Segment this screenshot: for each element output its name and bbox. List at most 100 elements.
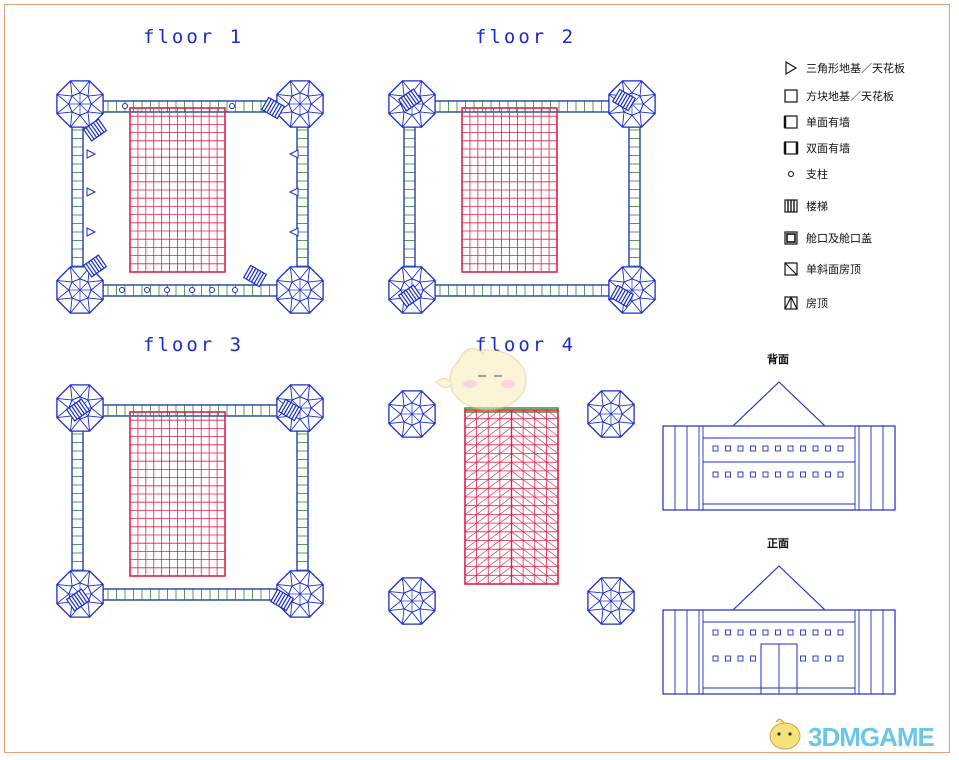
legend-label: 双面有墙 xyxy=(806,142,850,155)
roof-slope-line xyxy=(499,514,512,524)
tower-spoke xyxy=(401,421,405,438)
stairs-step xyxy=(248,268,257,281)
tower-spoke xyxy=(56,584,70,595)
tower-spoke xyxy=(87,415,91,432)
roof-slope-line xyxy=(488,427,501,437)
stairs-step xyxy=(288,405,297,418)
roof-slope-line xyxy=(534,453,547,463)
tower-spoke xyxy=(307,80,311,97)
tower-spoke xyxy=(56,415,73,419)
pillar-icon xyxy=(787,170,795,178)
tower-spoke xyxy=(310,407,324,418)
tower-spoke xyxy=(639,297,656,301)
single-wall-icon xyxy=(783,115,798,129)
tower-spoke xyxy=(56,103,70,114)
pillar xyxy=(119,287,125,293)
roof-slope-line xyxy=(499,575,512,585)
elevation-window xyxy=(725,445,731,452)
tower-spoke xyxy=(403,600,413,610)
roof-slope-line xyxy=(522,522,535,533)
tower-spoke xyxy=(56,111,73,115)
roof-slope-line xyxy=(488,409,501,419)
stairs-step xyxy=(73,593,83,607)
tower-spoke xyxy=(79,570,90,584)
tower-spoke xyxy=(56,593,70,604)
roof-slope-line xyxy=(511,479,524,489)
tower-spoke xyxy=(87,80,91,97)
tower-spoke xyxy=(290,300,301,314)
tower-spoke xyxy=(276,93,293,97)
roof-slope-line xyxy=(488,470,501,480)
tower-spoke xyxy=(290,114,301,128)
stairs-step xyxy=(615,288,624,301)
tower-spoke xyxy=(411,592,421,602)
roof-slope-line xyxy=(499,453,512,463)
tower-spoke xyxy=(622,80,633,94)
tower-spoke xyxy=(403,405,413,415)
roof-slope-line xyxy=(488,496,501,506)
slope-roof-icon xyxy=(784,262,798,276)
mascot-watermark-icon xyxy=(435,347,527,411)
stairs-block xyxy=(242,264,268,288)
tower-spoke xyxy=(289,384,293,401)
triangle-foundation xyxy=(288,227,299,237)
roof-slope-line xyxy=(522,557,535,567)
roof-slope-line xyxy=(488,575,501,585)
roof-slope-line xyxy=(534,461,547,472)
tower-spoke xyxy=(87,601,104,605)
tower-spoke xyxy=(601,390,612,404)
corridor xyxy=(296,425,309,577)
tower-spoke xyxy=(419,577,423,594)
stairs-step xyxy=(85,263,95,276)
tower-spoke xyxy=(601,577,612,591)
tower-spoke xyxy=(402,424,413,438)
stairs-step xyxy=(88,261,98,274)
roof-slope-line xyxy=(464,557,477,567)
roof-slope-line xyxy=(534,540,547,550)
tower-spoke xyxy=(87,297,91,314)
triangle-foundation xyxy=(288,187,299,197)
tower-spoke xyxy=(388,404,402,415)
elevation-window xyxy=(837,445,844,452)
stairs-step xyxy=(407,288,417,301)
tower-spoke xyxy=(79,418,90,432)
roof-slope-line xyxy=(476,575,489,585)
roof-slope-line xyxy=(464,575,477,585)
tower-spoke xyxy=(276,280,290,291)
tower-spoke xyxy=(276,279,293,283)
tower-spoke xyxy=(56,94,70,105)
tower-spoke xyxy=(419,390,423,407)
roof-slope-line xyxy=(546,488,559,498)
tower-spoke xyxy=(618,577,622,594)
tower-spoke xyxy=(310,280,324,291)
roof-slope-line xyxy=(522,496,535,506)
roof-slope-line xyxy=(522,409,535,419)
tower-spoke xyxy=(56,279,73,283)
tower-spoke xyxy=(639,80,643,97)
tower-spoke xyxy=(307,601,311,618)
corridor xyxy=(628,121,641,273)
tower-spoke xyxy=(71,289,81,299)
tower-spoke xyxy=(621,266,625,283)
roof-slope-line xyxy=(464,461,477,472)
tower-spoke xyxy=(621,111,625,128)
stairs-step xyxy=(250,269,260,283)
roof-slope-line xyxy=(522,514,535,524)
tower-spoke xyxy=(291,585,301,595)
tower-spoke xyxy=(79,604,90,618)
roof-slope-line xyxy=(534,409,547,419)
floor-1-label: floor 1 xyxy=(143,26,245,48)
tower-spoke xyxy=(79,289,89,299)
legend-label: 房顶 xyxy=(806,297,828,310)
stairs-step xyxy=(403,95,413,108)
roof-slope-line xyxy=(511,444,524,454)
tower-spoke xyxy=(90,103,104,114)
tower-spoke xyxy=(56,289,70,300)
roof-slope-line xyxy=(511,470,524,480)
tower-spoke xyxy=(290,570,301,584)
tower-spoke xyxy=(290,80,301,94)
tower-spoke xyxy=(299,266,310,280)
roof-slope-line xyxy=(488,540,501,550)
roof-slope-line xyxy=(476,557,489,567)
tower-spoke xyxy=(401,80,405,97)
